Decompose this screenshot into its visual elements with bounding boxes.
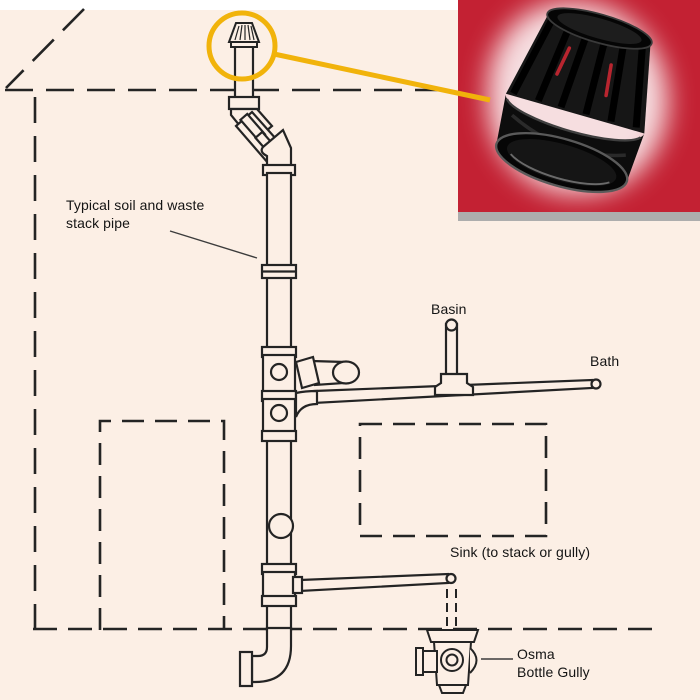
vent-pipe: [233, 43, 255, 101]
swept-branch-connector: [294, 389, 319, 418]
sink-branch-fitting: [261, 570, 297, 600]
bottle-gully-drawing: [415, 629, 480, 694]
drain-socket-flange: [238, 650, 254, 688]
basin-waste-pipe: [433, 318, 475, 397]
vent-cowl-icon: [494, 7, 653, 194]
soil-stack-pipe: [238, 171, 304, 688]
appliance-outline-right: [358, 422, 548, 538]
top-margin-strip: [0, 0, 458, 10]
gully-label: Osma Bottle Gully: [517, 646, 590, 680]
callout-line-to-inset: [273, 51, 491, 103]
inset-bottom-strip: [458, 212, 700, 221]
basin-label: Basin: [431, 301, 467, 317]
stack-pipe-label: Typical soil and waste stack pipe: [66, 197, 205, 231]
swan-neck-offset: [227, 43, 297, 177]
appliance-outline-left: [98, 419, 226, 630]
stack-label-leader-line: [169, 230, 258, 259]
bath-label: Bath: [590, 353, 620, 369]
highlight-circle: [206, 10, 278, 82]
stack-access-cap: [267, 512, 295, 540]
roof-slope-line: [5, 8, 85, 89]
vent-cowl-photo-drawing: [494, 7, 653, 194]
gully-connector-dashes: [446, 589, 457, 627]
sink-label: Sink (to stack or gully): [450, 544, 591, 560]
underground-elbow: [250, 626, 293, 684]
vent-cowl-drawing: [227, 22, 261, 48]
sink-waste-pipe: [298, 572, 457, 593]
inset-photo-vent-cowl: [458, 0, 700, 212]
spare-boss-branch: [294, 355, 361, 390]
basin-tee-fitting: [433, 372, 475, 397]
